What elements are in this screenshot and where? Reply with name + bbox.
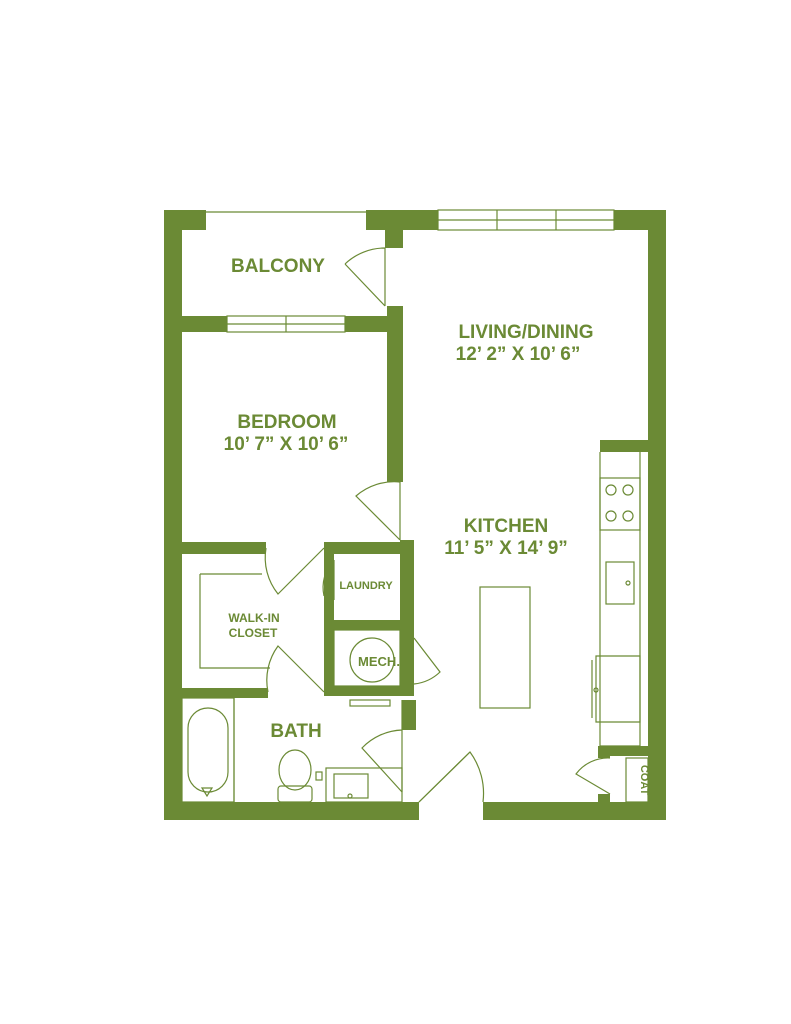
closet-door-swing-upper: [264, 547, 325, 595]
thin-lines: [181, 209, 649, 803]
wall-bottom-right: [483, 802, 666, 820]
coat-label: COAT: [638, 765, 650, 796]
kitchen-faucet: [625, 580, 631, 586]
entry-door-leaf: [418, 751, 471, 803]
bathtub-basin: [187, 707, 229, 793]
bedroom-door-swing: [355, 481, 401, 541]
bath-label: BATH: [270, 721, 321, 742]
laundry-label: LAUNDRY: [339, 580, 393, 592]
mech-label: MECH.: [358, 654, 400, 669]
bath-bar: [349, 699, 391, 707]
wall-laundry-top: [324, 542, 414, 554]
wall-closet-right: [324, 542, 334, 692]
mech-door-swing: [413, 637, 441, 685]
kitchen-island: [479, 586, 531, 709]
kitchen-counter: [599, 452, 641, 747]
walls: [164, 210, 666, 820]
fridge: [591, 655, 641, 723]
bathtub: [181, 697, 235, 803]
wall-coat-top: [598, 746, 648, 756]
coat-closet: [625, 757, 649, 803]
burner-1: [605, 484, 617, 496]
bath-towel-bar: [315, 771, 323, 781]
balcony-door-leaf: [344, 263, 386, 307]
balcony-label: BALCONY: [231, 256, 325, 277]
vanity-faucet: [347, 793, 353, 799]
living-dims: 12’ 2” X 10’ 6”: [456, 344, 581, 365]
wall-corner-block: [385, 230, 403, 248]
burner-3: [605, 510, 617, 522]
wall-bedroom-bottom: [164, 542, 266, 554]
wall-balcony-bottom-left: [164, 316, 227, 332]
living-label: LIVING/DINING: [458, 322, 593, 343]
mech-water-heater: [349, 637, 395, 683]
closet-shelf: [199, 573, 270, 669]
wall-left: [164, 210, 182, 820]
wall-coat-nib: [598, 794, 610, 804]
closet-label-line1: WALK-IN: [228, 611, 279, 625]
vanity: [325, 767, 403, 803]
bath-door-swing: [361, 700, 403, 793]
fridge-handle: [593, 687, 599, 693]
wall-mech-right: [400, 630, 414, 638]
kitchen-sink: [605, 561, 635, 605]
closet-label-line2: CLOSET: [229, 626, 278, 640]
wall-mech-bottom: [324, 686, 414, 696]
closet-door-swing-lower: [266, 645, 325, 693]
mech-closet: [333, 629, 401, 687]
coat-door-swing: [575, 757, 611, 795]
wall-top-mid: [366, 210, 438, 230]
stove: [599, 477, 641, 531]
kitchen-label: KITCHEN: [464, 516, 548, 537]
kitchen-dims: 11’ 5” X 14’ 9”: [444, 538, 568, 559]
burner-4: [622, 510, 634, 522]
wall-laundry-bottom: [324, 620, 414, 630]
wall-bottom-left: [164, 802, 419, 820]
wall-right: [648, 210, 666, 820]
wall-closet-bottom: [164, 688, 268, 698]
entry-door-swing: [418, 751, 485, 803]
toilet-tank: [277, 785, 313, 803]
burner-2: [622, 484, 634, 496]
labels: BALCONY LIVING/DINING 12’ 2” X 10’ 6” BE…: [224, 256, 650, 795]
wall-central-upper: [387, 306, 403, 482]
wall-kitchen-nib-top: [600, 440, 648, 452]
tub-drain: [200, 787, 214, 798]
wall-coat-left: [598, 746, 610, 758]
laundry-door-swing: [322, 559, 335, 597]
toilet-bowl: [278, 749, 312, 791]
balcony-door-swing: [344, 247, 386, 306]
wall-central-lower: [402, 700, 416, 730]
wall-laundry-right: [400, 542, 414, 622]
bedroom-label: BEDROOM: [237, 412, 336, 433]
bedroom-dims: 10’ 7” X 10’ 6”: [224, 434, 349, 455]
